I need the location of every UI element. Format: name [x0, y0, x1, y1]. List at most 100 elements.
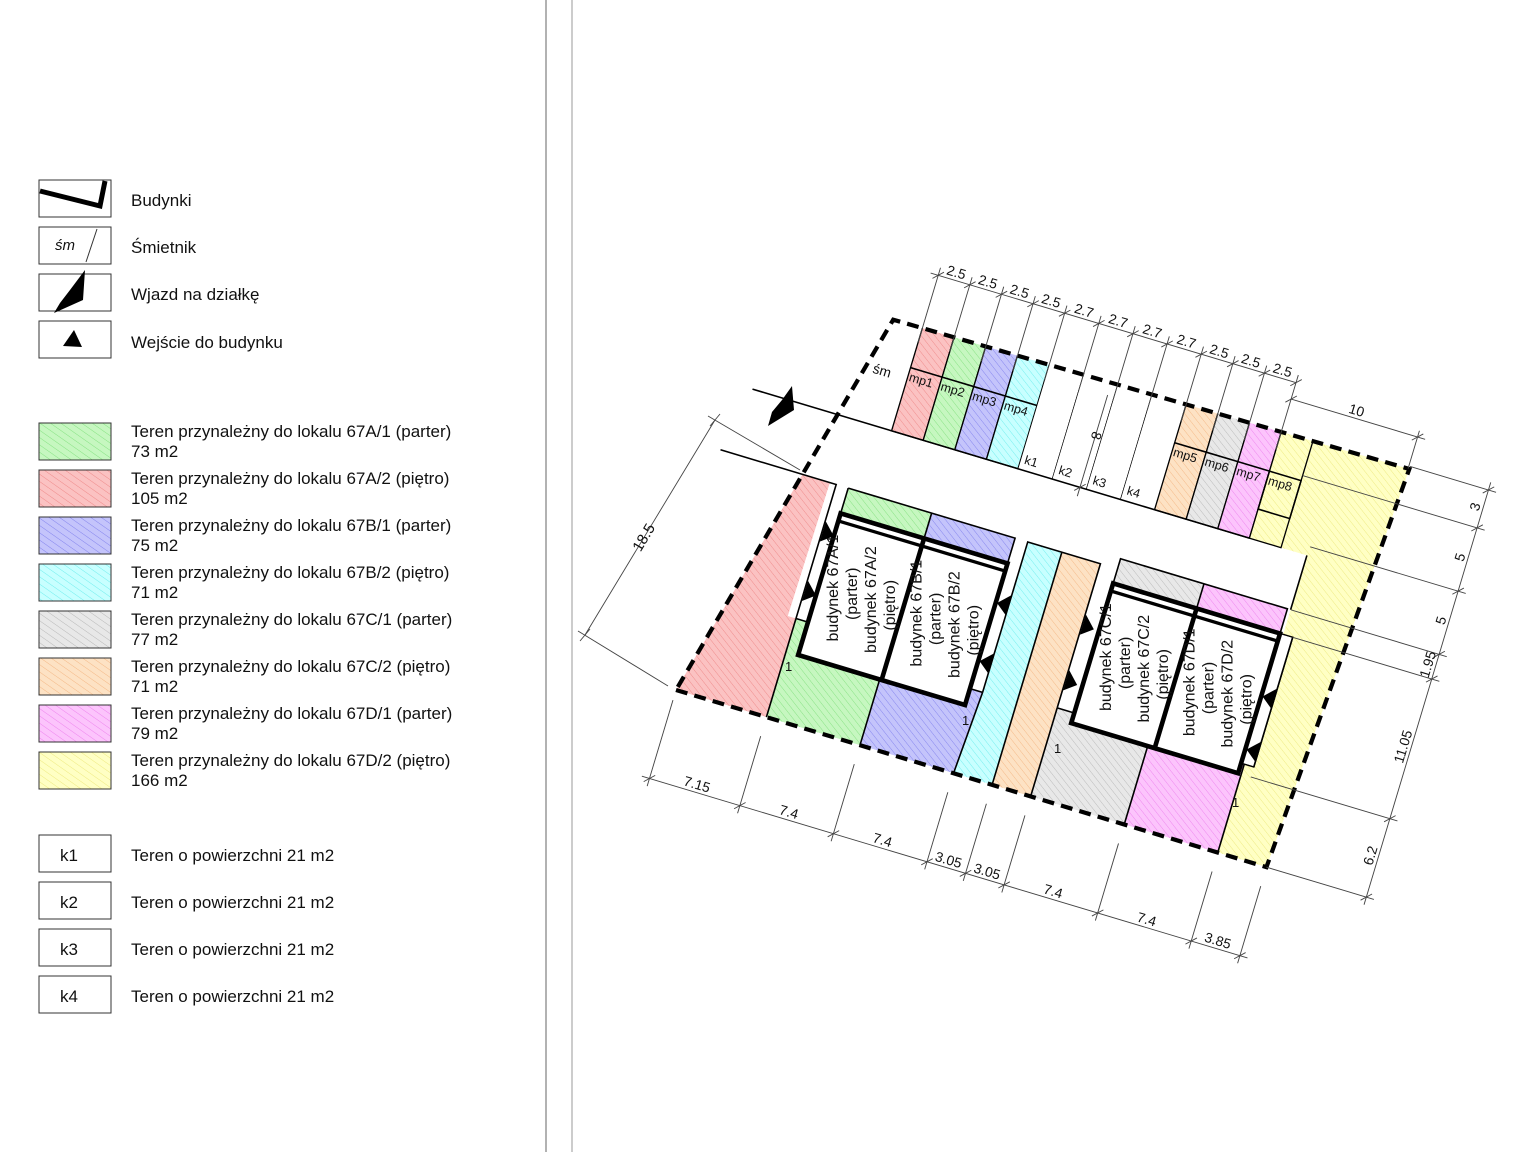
dimension-label: 7.4	[777, 801, 800, 822]
building-unit-label: budynek 67A/1(parter)	[825, 535, 861, 642]
legend-label: Teren o powierzchni 21 m2	[131, 940, 334, 959]
dimension-label: 7.4	[1135, 909, 1158, 930]
legend-item-area: Teren przynależny do lokalu 67D/2 (piętr…	[38, 751, 450, 790]
building-floor: (parter)	[928, 593, 945, 645]
legend-label: Teren przynależny do lokalu 67C/1 (parte…	[131, 610, 452, 629]
legend-swatch	[38, 469, 112, 508]
area-67C2[interactable]	[992, 552, 1101, 797]
dimension-label: 2.5	[945, 262, 968, 283]
area-67B1-strip[interactable]	[924, 513, 1016, 564]
building-name: budynek 67C/1	[1098, 603, 1115, 711]
building-unit-label: budynek 67B/2(piętro)	[947, 571, 983, 678]
dimension-label: 3.05	[933, 848, 964, 871]
parking-label: k2	[1057, 463, 1074, 480]
legend-label: Teren przynależny do lokalu 67A/1 (parte…	[131, 422, 451, 441]
area-67D1[interactable]	[1124, 736, 1245, 853]
legend-area-value: 166 m2	[131, 771, 188, 790]
building-unit-label: budynek 67C/1(parter)	[1098, 603, 1134, 711]
dimension-label: 1	[962, 713, 969, 728]
building-unit-label: budynek 67D/2(piętro)	[1219, 640, 1255, 748]
plot-boundary	[672, 317, 1413, 870]
dimension-label: 10	[1347, 400, 1367, 420]
dimension-tick	[1452, 587, 1465, 595]
dimension-label: 2.5	[1008, 281, 1031, 302]
trash-icon-text: śm	[55, 237, 75, 254]
legend-item-driveway: Wjazd na działkę	[38, 270, 260, 313]
entrance-triangle-icon	[1262, 688, 1278, 709]
dimension-label: 7.4	[1042, 881, 1065, 902]
parking-space-mp8[interactable]: mp8	[1248, 417, 1318, 549]
dimension-label: 2.7	[1175, 331, 1198, 352]
area-67A1[interactable]	[766, 618, 889, 746]
legend-area-value: 75 m2	[131, 536, 178, 555]
legend-swatch	[38, 563, 112, 602]
dimension-tick	[959, 869, 972, 877]
entrance-triangle-icon	[819, 521, 834, 542]
building-unit-label: budynek 67A/2(piętro)	[863, 546, 899, 653]
parking-label: k4	[1125, 484, 1142, 501]
area-67B2[interactable]	[953, 541, 1062, 785]
area-67D1-strip[interactable]	[1196, 583, 1288, 634]
entrance-triangle-icon	[801, 580, 816, 601]
entrance-triangle-icon	[63, 330, 82, 347]
legend-label: Teren o powierzchni 21 m2	[131, 987, 334, 1006]
parking-label: mp4	[1002, 399, 1029, 419]
legend-item-area: Teren przynależny do lokalu 67B/1 (parte…	[38, 516, 451, 555]
dimension-tick	[1360, 893, 1373, 901]
dimension-tick	[1092, 319, 1105, 327]
dimension-label: 5	[1432, 614, 1450, 626]
building-floor: (piętro)	[1238, 674, 1255, 725]
legend-plot-code: k4	[60, 987, 78, 1006]
legend-label: Śmietnik	[131, 238, 197, 257]
area-67C1[interactable]	[1030, 707, 1151, 825]
legend-label: Wjazd na działkę	[131, 285, 260, 304]
legend-item-area: Teren przynależny do lokalu 67A/2 (piętr…	[38, 469, 449, 508]
parking-row: mp1mp2mp3mp4k1k2k3k4mp5mp6mp7mp8	[890, 309, 1318, 549]
area-67A1-strip[interactable]	[840, 488, 932, 539]
dimension-tick	[1258, 369, 1271, 377]
dimension-tick	[932, 271, 945, 279]
building-name: budynek 67C/2	[1136, 615, 1153, 723]
dimension-tick	[1027, 300, 1040, 308]
parking-label: mp3	[971, 389, 998, 409]
building-floor: (piętro)	[882, 580, 899, 631]
building-labels: budynek 67A/1(parter)budynek 67A/2(piętr…	[825, 535, 1255, 748]
dimension-label: 2.5	[1271, 360, 1294, 381]
legend-area-value: 77 m2	[131, 630, 178, 649]
legend-label: Teren o powierzchni 21 m2	[131, 893, 334, 912]
trash-bin-icon: śm	[55, 228, 98, 263]
parking-label: mp5	[1172, 445, 1199, 465]
legend-label: Teren przynależny do lokalu 67D/1 (parte…	[131, 704, 452, 723]
dimension-tick	[1290, 379, 1303, 387]
legend-item-area: Teren przynależny do lokalu 67B/2 (piętr…	[38, 563, 449, 602]
building-name: budynek 67B/1	[909, 560, 926, 667]
dimension-tick	[1226, 360, 1239, 368]
legend-swatch	[38, 422, 112, 461]
building-name: budynek 67D/1	[1181, 628, 1198, 736]
building-name: budynek 67A/2	[863, 546, 880, 653]
dimension-label: 3.05	[972, 860, 1003, 883]
dimension-label: 7.4	[871, 829, 894, 850]
site-plan: mp1mp2mp3mp4k1k2k3k4mp5mp6mp7mp8	[641, 262, 1497, 964]
dimension-tick	[1471, 524, 1484, 532]
plot-areas: mp1mp2mp3mp4k1k2k3k4mp5mp6mp7mp8	[676, 309, 1410, 874]
dimension-tick	[1058, 309, 1071, 317]
dimension-label: 5	[1451, 551, 1469, 563]
entrance-offset-dimensions: 1 1 1 1	[785, 659, 1239, 810]
trash-area-label: śm	[871, 360, 893, 381]
entrance-triangle-icon	[1246, 741, 1262, 762]
building-67A-67B[interactable]	[795, 510, 1011, 708]
building-name: budynek 67B/2	[947, 571, 964, 678]
building-67C-67D[interactable]	[1068, 580, 1283, 777]
dimension-label: 2.5	[1040, 290, 1063, 311]
area-67C1-strip[interactable]	[1113, 558, 1204, 609]
plan-outlines	[720, 388, 1308, 853]
dimension-tick	[963, 281, 976, 289]
dimension-label: 2.5	[977, 271, 1000, 292]
dimension-tick	[1195, 350, 1208, 358]
legend-plot-code: k1	[60, 846, 78, 865]
building-unit-label: budynek 67C/2(piętro)	[1136, 615, 1172, 723]
